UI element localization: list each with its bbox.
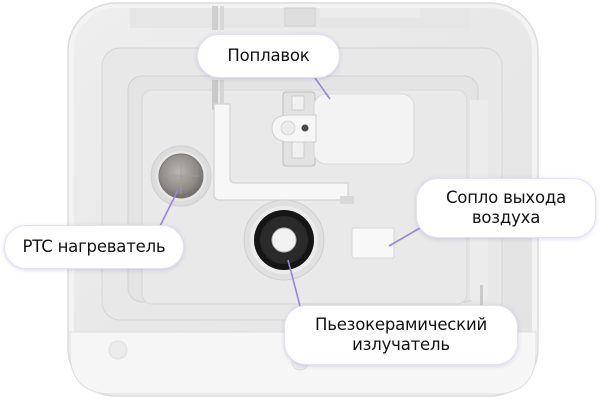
ptc-heater (150, 145, 212, 207)
callout-float-text: Поплавок (227, 46, 310, 65)
callout-piezo-emitter: Пьезокерамический излучатель (284, 305, 518, 365)
callout-air-nozzle-line1: Сопло выхода (445, 188, 567, 207)
float-arm (212, 80, 354, 204)
callout-ptc-heater: PTC нагреватель (4, 225, 184, 269)
callout-float: Поплавок (197, 34, 340, 78)
air-nozzle (351, 227, 395, 259)
leader-line-ptc (157, 189, 179, 231)
callout-air-nozzle: Сопло выхода воздуха (416, 178, 596, 238)
callout-piezo-emitter-line2: излучатель (352, 335, 450, 354)
leader-line-float (314, 77, 331, 100)
leader-lines (157, 77, 421, 307)
float (271, 91, 415, 167)
callout-piezo-emitter-line1: Пьезокерамический (314, 315, 487, 334)
leader-line-piezo (287, 259, 301, 307)
top-rim (130, 6, 470, 30)
leader-line-nozzle (388, 227, 421, 247)
callout-ptc-heater-text: PTC нагреватель (22, 237, 166, 256)
piezo-emitter (243, 199, 325, 281)
callout-air-nozzle-line2: воздуха (471, 208, 541, 227)
